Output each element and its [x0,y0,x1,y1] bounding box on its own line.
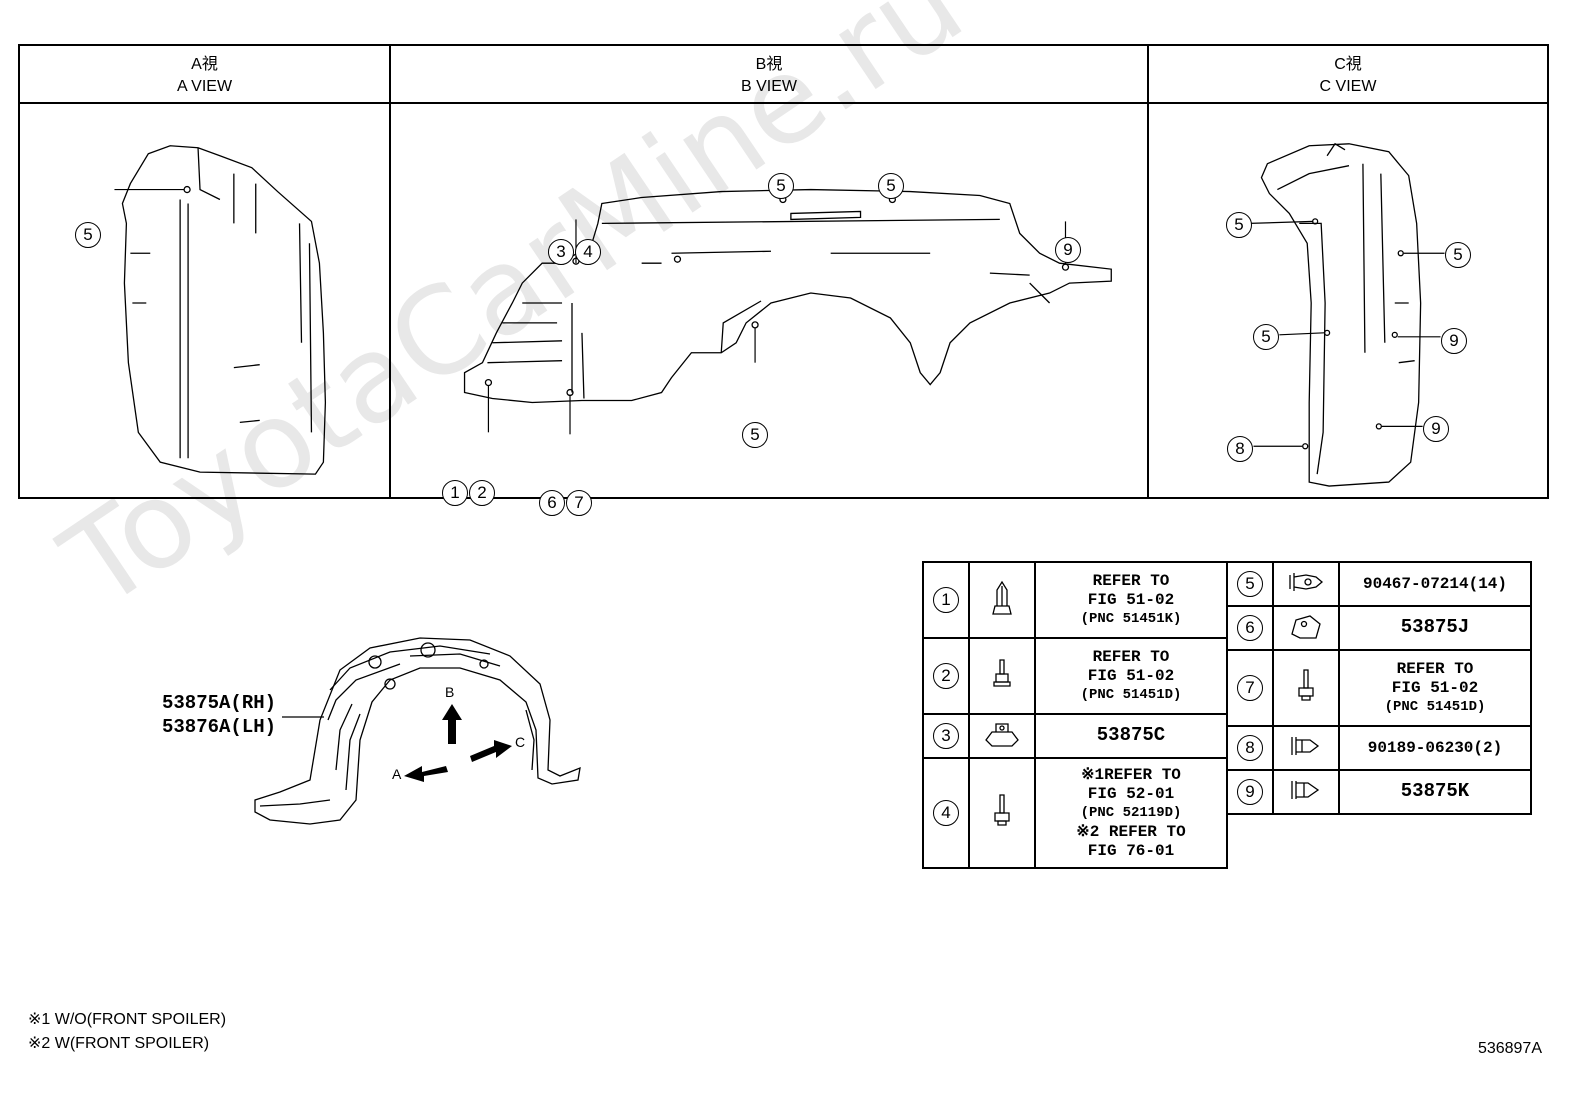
view-b-label-en: B VIEW [740,78,797,95]
arrow-label-c: C [515,734,526,750]
view-a-label-jp: A視 [191,56,218,73]
fender-liner-drawing [254,637,581,825]
table-row: 2 REFER TO FIG 51-02 (PNC 51451D) [922,637,1228,715]
view-b-liner-drawing [463,177,1112,435]
callout-2: 2 [469,480,495,506]
view-c-label-en: C VIEW [1319,78,1377,95]
view-a: A視 A VIEW 5 [20,46,389,497]
table-row: 6 53875J [1226,605,1532,651]
footnote-2: ※2 W(FRONT SPOILER) [28,1035,210,1052]
callout-5: 5 [878,173,904,199]
callout-9: 9 [1055,237,1081,263]
callout-9: 9 [1441,328,1467,354]
row-number: 4 [922,757,970,869]
callout-5: 5 [75,222,101,248]
row-number: 1 [922,561,970,639]
callout-8: 8 [1227,436,1253,462]
table-row: 8 90189-06230(2) [1226,725,1532,771]
nut-clip-icon [1272,605,1340,651]
view-c-label-jp: C視 [1334,56,1362,73]
row-number: 8 [1226,725,1274,771]
row-number: 7 [1226,649,1274,727]
callout-5: 5 [768,173,794,199]
part-desc: 53875K [1338,769,1532,815]
part-label-lh: 53876A(LH) [162,716,277,738]
callout-3: 3 [548,239,574,265]
clip-icon [1272,561,1340,607]
view-a-drawing: 5 [20,104,389,497]
view-c-liner-drawing [1249,142,1445,487]
part-desc: 90467-07214(14) [1338,561,1532,607]
arrow-label-b: B [445,684,455,700]
view-a-label-en: A VIEW [176,78,233,95]
part-desc: REFER TO FIG 51-02 (PNC 51451D) [1338,649,1532,727]
screw-icon [968,757,1036,869]
callout-1: 1 [442,480,468,506]
table-row: 9 53875K [1226,769,1532,815]
view-b: B視 B VIEW [389,46,1147,516]
view-b-label-jp: B視 [755,56,783,73]
views-panel: A視 A VIEW 5 B視 B [18,44,1549,516]
view-c: C視 C VIEW [1147,46,1547,497]
part-desc: REFER TO FIG 51-02 (PNC 51451D) [1034,637,1228,715]
parts-table-right: 5 90467-07214(14) 6 53875J 7 REFER TO FI… [1226,561,1532,815]
callout-5: 5 [1226,212,1252,238]
table-row: 1 REFER TO FIG 51-02 (PNC 51451K) [922,561,1228,639]
callout-7: 7 [566,490,592,516]
callout-5: 5 [1253,324,1279,350]
view-a-liner-drawing [114,145,327,475]
row-number: 5 [1226,561,1274,607]
view-c-header: C視 C VIEW [1149,46,1547,104]
row-number: 3 [922,713,970,759]
callout-5: 5 [742,422,768,448]
row-number: 6 [1226,605,1274,651]
table-row: 3 53875C [922,713,1228,759]
table-row: 7 REFER TO FIG 51-02 (PNC 51451D) [1226,649,1532,727]
figure-code: 536897A [1477,1040,1542,1057]
part-desc: REFER TO FIG 51-02 (PNC 51451K) [1034,561,1228,639]
view-c-drawing: 5 5 5 9 9 8 [1149,104,1547,497]
callout-5: 5 [1445,242,1471,268]
row-number: 2 [922,637,970,715]
callout-9: 9 [1423,416,1449,442]
part-desc: 90189-06230(2) [1338,725,1532,771]
grommet-icon [1272,769,1340,815]
table-row: 4 ※1REFER TO FIG 52-01 (PNC 52119D) ※2 R… [922,757,1228,869]
part-label-rh: 53875A(RH) [162,692,277,714]
table-row: 5 90467-07214(14) [1226,561,1532,607]
part-desc: ※1REFER TO FIG 52-01 (PNC 52119D) ※2 REF… [1034,757,1228,869]
footnotes: ※1 W/O(FRONT SPOILER) ※2 W(FRONT SPOILER… [28,1008,226,1056]
callout-6: 6 [539,490,565,516]
arrow-label-a: A [392,766,402,782]
screw-icon [968,637,1036,715]
view-a-header: A視 A VIEW [20,46,389,104]
screw-icon [1272,649,1340,727]
assembly-drawing: 53875A(RH) 53876A(LH) B C A [160,620,600,840]
parts-table-left: 1 REFER TO FIG 51-02 (PNC 51451K) 2 REFE… [922,561,1228,869]
grommet-icon [1272,725,1340,771]
part-desc: 53875J [1338,605,1532,651]
view-b-drawing: 5 5 3 4 9 5 1 2 6 7 [391,104,1147,516]
push-clip-icon [968,561,1036,639]
nut-clip-icon [968,713,1036,759]
part-desc: 53875C [1034,713,1228,759]
view-b-header: B視 B VIEW [391,46,1147,104]
callout-4: 4 [575,239,601,265]
footnote-1: ※1 W/O(FRONT SPOILER) [28,1011,227,1028]
row-number: 9 [1226,769,1274,815]
